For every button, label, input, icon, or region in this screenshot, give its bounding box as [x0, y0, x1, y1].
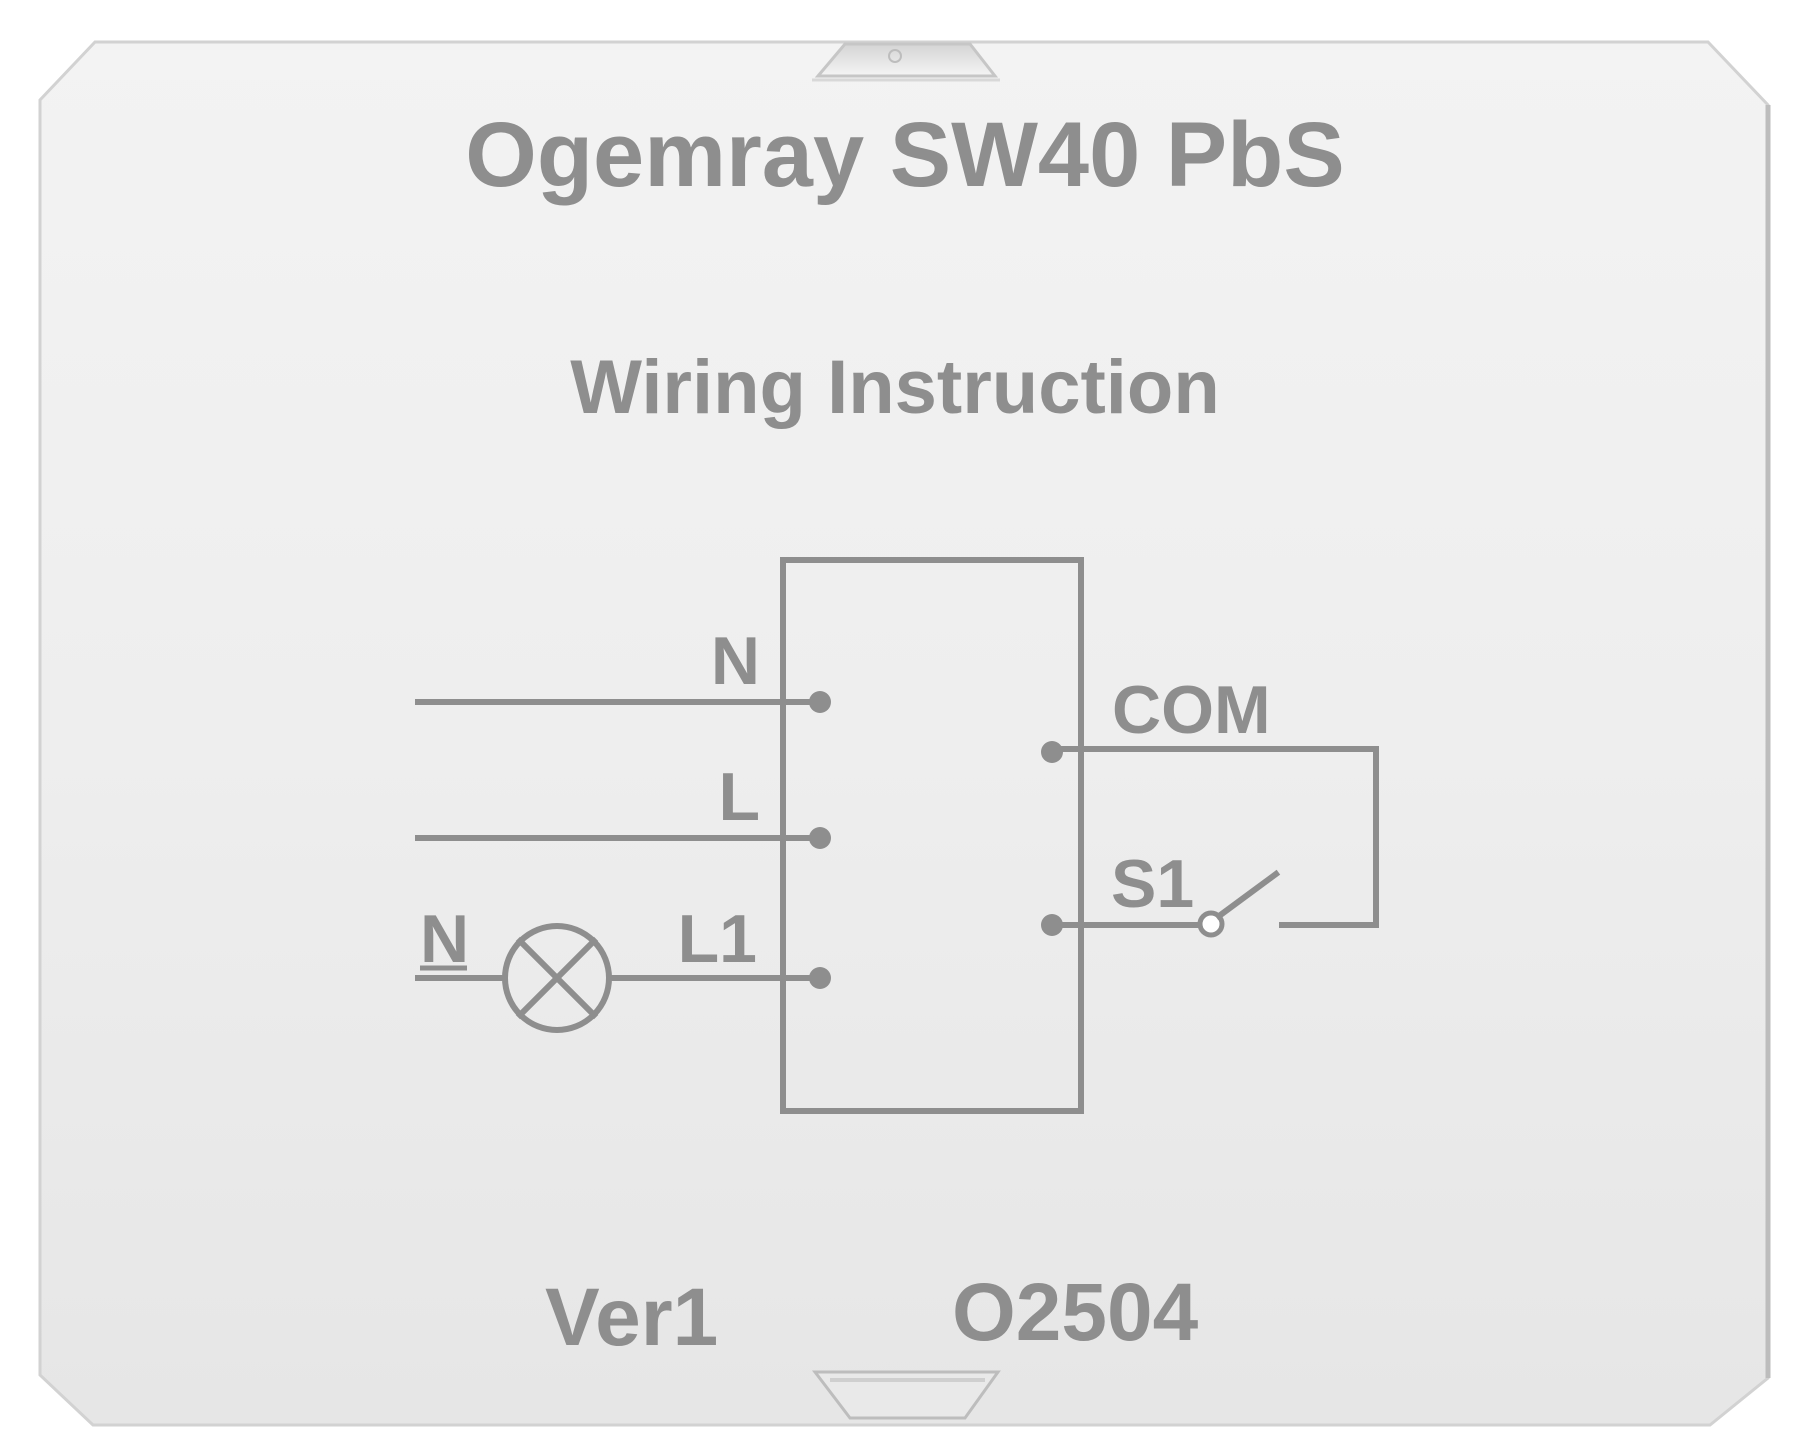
wiring-instruction-heading: Wiring Instruction: [570, 345, 1220, 430]
terminal-label-s1: S1: [1111, 846, 1194, 922]
plate-body: [38, 40, 1770, 1427]
terminal-label-n: N: [711, 623, 760, 699]
load-terminal-dot: [809, 967, 831, 989]
bottom-clip-notch: [811, 1370, 1001, 1420]
load-neutral-label: N: [420, 901, 469, 977]
version-label: Ver1: [545, 1272, 718, 1363]
live-terminal-dot: [809, 827, 831, 849]
model-title: Ogemray SW40 PbS: [465, 104, 1344, 206]
product-code-label: O2504: [952, 1267, 1199, 1358]
switch-contact-icon: [1197, 869, 1281, 938]
top-clip-notch: [812, 42, 1000, 82]
terminal-label-l: L: [718, 759, 760, 835]
com-loop-wire: [1049, 746, 1379, 928]
terminal-label-l1: L1: [678, 901, 757, 977]
terminal-label-com: COM: [1112, 672, 1271, 748]
neutral-terminal-dot: [809, 691, 831, 713]
